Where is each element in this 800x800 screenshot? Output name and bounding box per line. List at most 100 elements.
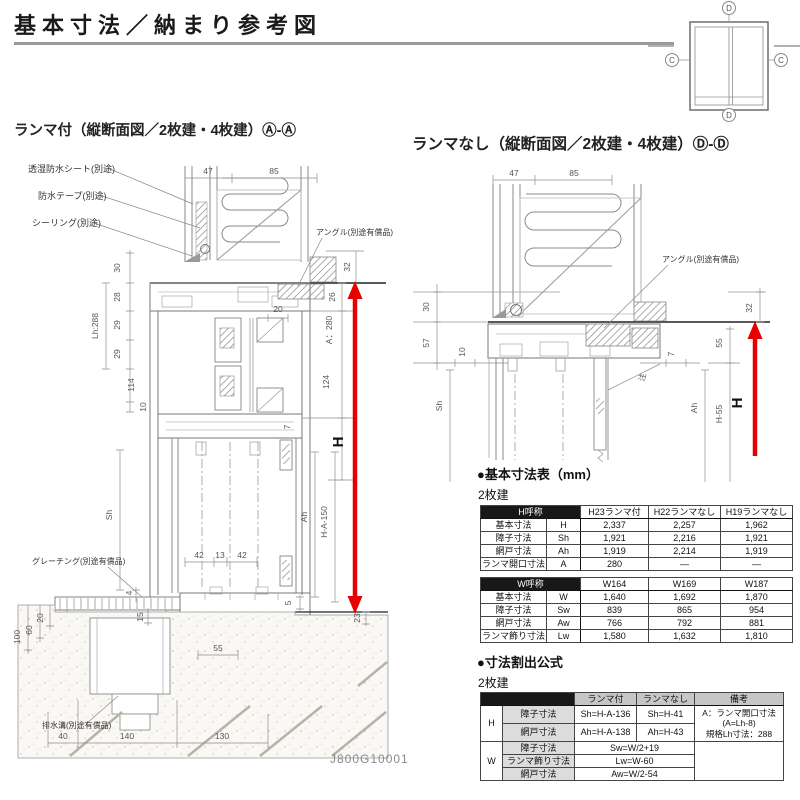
dim-15: 15 xyxy=(135,612,145,622)
section-mark-circles xyxy=(665,1,788,122)
formula-col-with: ランマ付 xyxy=(574,692,637,706)
dim-ah-right: Ah xyxy=(689,403,699,414)
label-angle: アングル(別途有償品) xyxy=(316,227,393,237)
ground-concrete xyxy=(17,604,389,759)
cell-value: 1,870 xyxy=(720,590,793,604)
h-table-col-1: H22ランマなし xyxy=(648,505,721,519)
table-row: 基本寸法 H 2,337 2,257 1,962 xyxy=(480,518,793,532)
label-waterproof-tape: 防水テープ(別途) xyxy=(38,190,106,201)
label-angle-right: アングル(別途有償品) xyxy=(662,254,739,264)
cell-formula: Aw=W/2-54 xyxy=(574,767,695,781)
cell-formula: Ah=H-A-138 xyxy=(574,723,637,742)
cell-value: 1,692 xyxy=(648,590,721,604)
insulation-squiggle-right xyxy=(524,193,622,267)
row-symbol: A xyxy=(546,557,581,571)
row-label: 網戸寸法 xyxy=(502,767,575,781)
angle-hatch-lower xyxy=(277,283,325,300)
row-label: 基本寸法 xyxy=(480,590,547,604)
row-label: ランマ開口寸法 xyxy=(480,557,547,571)
dim-ah: Ah xyxy=(299,512,309,523)
label-drain: 排水溝(別途有償品) xyxy=(42,720,112,730)
cell-value: 1,921 xyxy=(720,531,793,545)
row-symbol: Sw xyxy=(546,603,581,617)
dim-47-right: 47 xyxy=(509,168,519,178)
group-w: W xyxy=(480,741,503,781)
row-symbol: H xyxy=(546,518,581,532)
dim-26: 26 xyxy=(327,292,337,302)
cell-value: 865 xyxy=(648,603,721,617)
dim-7-right: 7 xyxy=(666,351,676,356)
row-label: 網戸寸法 xyxy=(480,544,547,558)
h-table-corner: H呼称 xyxy=(480,505,581,519)
cell-formula: Sw=W/2+19 xyxy=(574,741,695,755)
dim-85-right: 85 xyxy=(569,168,579,178)
frame-section-right xyxy=(413,291,770,463)
title-rule xyxy=(14,42,674,45)
height-arrow: H xyxy=(330,281,363,614)
dim-h55: H-55 xyxy=(714,405,724,424)
dim-sh-right: Sh xyxy=(434,401,444,412)
cell-value: 1,632 xyxy=(648,629,721,643)
dim-30: 30 xyxy=(112,263,122,273)
table-row: 基本寸法 W 1,640 1,692 1,870 xyxy=(480,590,793,604)
cell-value: 280 xyxy=(580,557,649,571)
cell-value: 2,257 xyxy=(648,518,721,532)
row-label: ランマ飾り寸法 xyxy=(502,754,575,768)
table-row: W 障子寸法 Sw=W/2+19 xyxy=(480,741,784,781)
table-row: H 障子寸法 Sh=H-A-136 Sh=H-41 A：ランマ開口寸法 (A=L… xyxy=(480,705,784,742)
cell-value: 1,919 xyxy=(580,544,649,558)
w-table-col-0: W164 xyxy=(580,577,649,591)
row-label: 障子寸法 xyxy=(480,531,547,545)
left-cross-section-drawing: 47 85 30 28 29 29 Lh:288 114 10 Sh 4 15 … xyxy=(12,163,393,759)
window-elevation-outline xyxy=(678,14,775,111)
dim-h-label-right: H xyxy=(729,398,746,409)
dim-10: 10 xyxy=(138,402,148,412)
section-mark-c-right: C xyxy=(778,56,784,65)
dim-lh288: Lh:288 xyxy=(90,313,100,339)
table-row: ランマ開口寸法 A 280 ― ― xyxy=(480,557,793,571)
doc-code: J800G10001 xyxy=(330,752,409,766)
dim-60: 60 xyxy=(24,625,34,635)
dim-29b: 29 xyxy=(112,349,122,359)
dim-32-right: 32 xyxy=(744,303,754,313)
formula-col-remarks: 備考 xyxy=(694,692,784,706)
formula-table: ランマ付 ランマなし 備考 H 障子寸法 Sh=H-A-136 Sh=H-41 … xyxy=(480,692,784,781)
remark-line: 規格Lh寸法：288 xyxy=(705,728,773,739)
row-symbol: Sh xyxy=(546,531,581,545)
cell-formula: Lw=W-60 xyxy=(574,754,695,768)
cell-value: 2,216 xyxy=(648,531,721,545)
remark-line: A：ランマ開口寸法 xyxy=(702,707,776,718)
w-dimension-table: W呼称 W164 W169 W187 基本寸法 W 1,640 1,692 1,… xyxy=(480,577,793,643)
formula-table-corner xyxy=(480,692,575,706)
cell-value: 1,919 xyxy=(720,544,793,558)
h-table-col-0: H23ランマ付 xyxy=(580,505,649,519)
cell-formula: Sh=H-41 xyxy=(636,705,695,724)
h-dimension-table: H呼称 H23ランマ付 H22ランマなし H19ランマなし 基本寸法 H 2,3… xyxy=(480,505,793,571)
cell-value: 1,921 xyxy=(580,531,649,545)
formula-section-title: ●寸法割出公式 xyxy=(477,655,563,670)
dim-130: 130 xyxy=(215,731,229,741)
dim-124: 124 xyxy=(321,375,331,389)
row-symbol: W xyxy=(546,590,581,604)
left-section-title: ランマ付（縦断面図／2枚建・4枚建）Ⓐ-Ⓐ xyxy=(14,123,296,139)
ground-hatch-strokes xyxy=(69,661,388,757)
remarks-cell-empty xyxy=(694,741,784,781)
drain-channel xyxy=(89,617,171,695)
row-symbol: Ah xyxy=(546,544,581,558)
dim-42a: 42 xyxy=(194,550,204,560)
right-cross-section-drawing: 47 85 30 57 10 Sh 7 注 Ah 55 H-55 32 アングル… xyxy=(413,168,770,482)
remark-line: (A=Lh-8) xyxy=(722,718,756,729)
cell-value: 881 xyxy=(720,616,793,630)
leader-labels-right: アングル(別途有償品) xyxy=(603,254,739,329)
dimension-labels-right: 47 85 30 57 10 Sh 7 注 Ah 55 H-55 32 xyxy=(421,168,754,423)
dim-55-right: 55 xyxy=(714,338,724,348)
cell-value: 766 xyxy=(580,616,649,630)
dim-a280: A：280 xyxy=(324,316,334,345)
table-row: 網戸寸法 Aw 766 792 881 xyxy=(480,616,793,630)
dim-13: 13 xyxy=(215,550,225,560)
sealing-bead xyxy=(184,253,200,262)
row-label: 障子寸法 xyxy=(480,603,547,617)
dim-7: 7 xyxy=(282,424,292,429)
dim-57: 57 xyxy=(421,338,431,348)
dim-20-left: 20 xyxy=(35,613,45,623)
